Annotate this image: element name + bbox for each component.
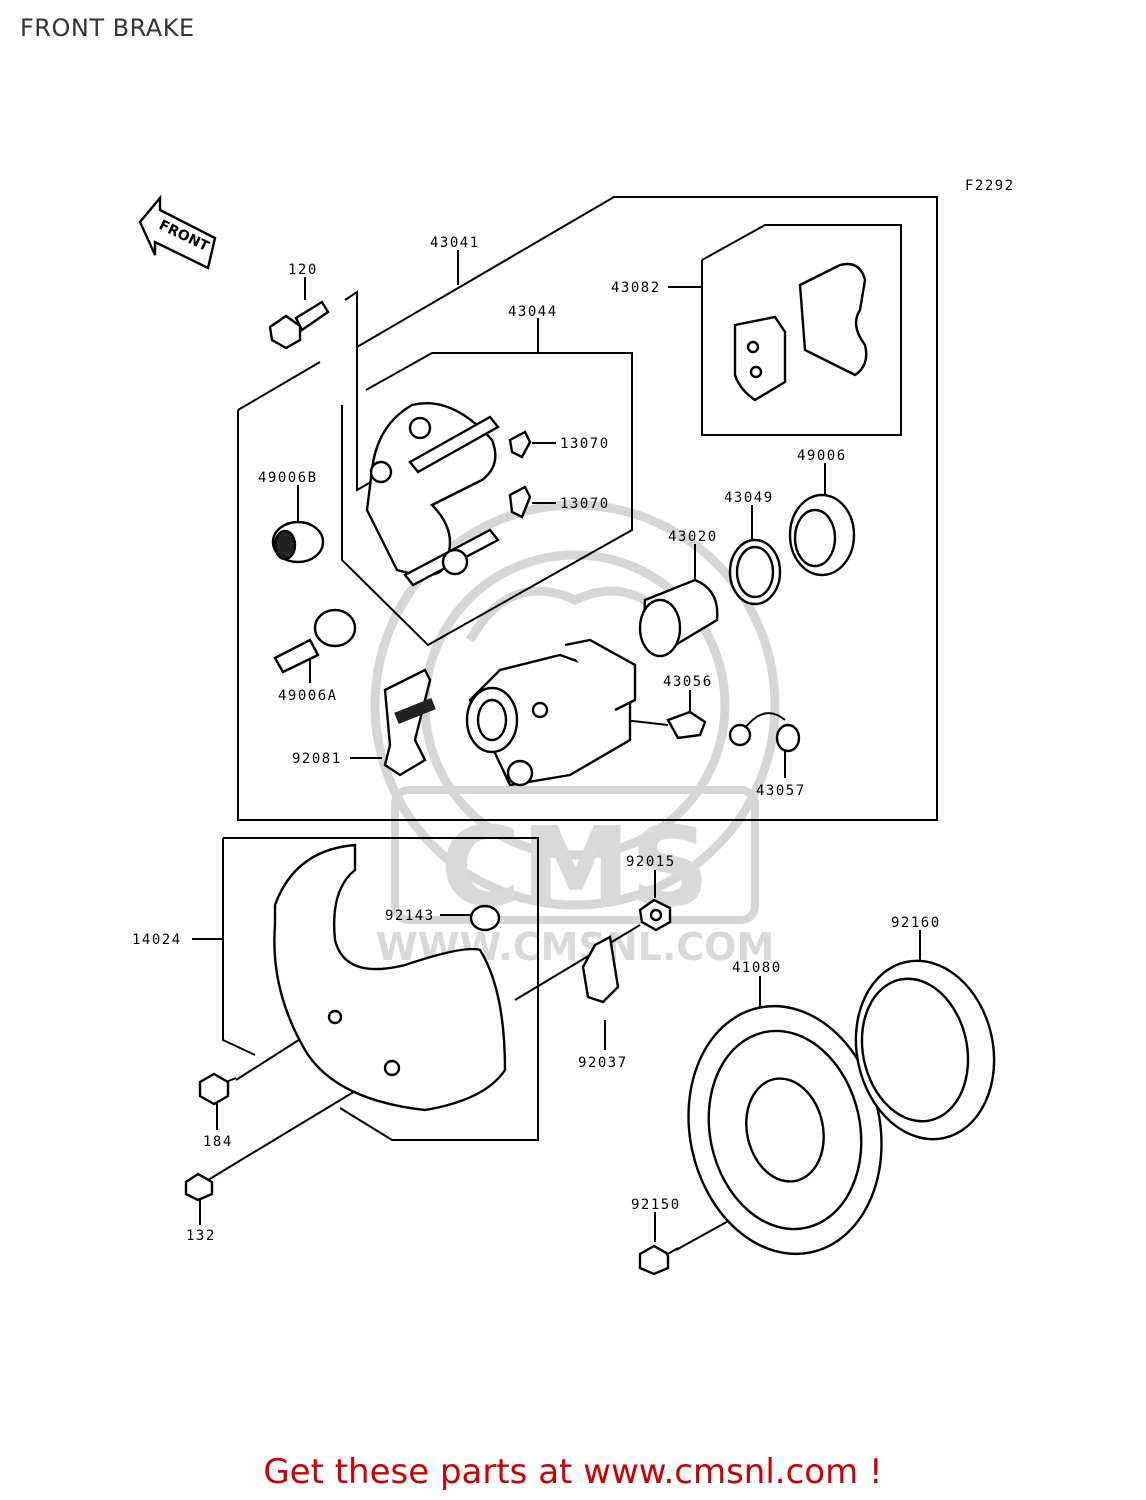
piston-seal-43049-icon xyxy=(728,538,782,606)
parts-diagram: CMS WWW.CMSNL.COM F2292 FRONT xyxy=(132,178,1015,1276)
label-92143: 92143 xyxy=(385,908,435,924)
front-arrow-icon: FRONT xyxy=(138,194,217,270)
page-title: FRONT BRAKE xyxy=(20,14,195,42)
pad-spring-92081-icon xyxy=(383,668,436,777)
part-labels: 43041 120 43044 43082 13070 13070 49006B… xyxy=(132,235,941,1244)
collar-92143-icon xyxy=(469,904,501,932)
bolt-120-icon xyxy=(268,300,330,350)
brake-disc-41080-icon xyxy=(687,1004,883,1256)
label-92081: 92081 xyxy=(292,751,342,767)
label-13070-b: 13070 xyxy=(560,496,610,512)
label-43082: 43082 xyxy=(611,280,661,296)
diagram-code: F2292 xyxy=(965,178,1015,194)
label-92160: 92160 xyxy=(891,915,941,931)
watermark-logo: CMS WWW.CMSNL.COM xyxy=(370,500,780,969)
bolt-132-icon xyxy=(184,1172,214,1202)
bolt-92150-icon xyxy=(638,1244,679,1276)
label-92015: 92015 xyxy=(626,854,676,870)
label-14024: 14024 xyxy=(132,932,182,948)
disc-cover-14024-icon xyxy=(273,843,507,1112)
pad-spring-clip-icon xyxy=(508,430,532,519)
label-92037: 92037 xyxy=(578,1055,628,1071)
pin-boot-49006b-icon xyxy=(271,520,325,564)
bolt-184-icon xyxy=(198,1072,237,1106)
label-132: 132 xyxy=(186,1228,216,1244)
nut-92015-icon xyxy=(638,898,672,932)
label-49006a: 49006A xyxy=(278,688,338,704)
label-41080: 41080 xyxy=(732,960,782,976)
label-184: 184 xyxy=(203,1134,233,1150)
brake-pads-icon xyxy=(733,262,868,402)
bleeder-valve-icon xyxy=(666,710,707,740)
label-49006b: 49006B xyxy=(258,470,318,486)
footer-link[interactable]: Get these parts at www.cmsnl.com ! xyxy=(263,1452,883,1492)
label-43020: 43020 xyxy=(668,529,718,545)
piston-43020-icon xyxy=(638,578,719,658)
label-13070-a: 13070 xyxy=(560,436,610,452)
clamp-92037-icon xyxy=(581,935,620,1004)
label-43057: 43057 xyxy=(756,783,806,799)
label-43041: 43041 xyxy=(430,235,480,251)
disc-guard-92160-icon xyxy=(854,959,996,1141)
label-120: 120 xyxy=(288,262,318,278)
caliper-bracket-icon xyxy=(365,402,500,587)
caliper-body-icon xyxy=(465,638,637,787)
label-43056: 43056 xyxy=(663,674,713,690)
dust-seal-49006-icon xyxy=(788,493,856,577)
label-43044: 43044 xyxy=(508,304,558,320)
label-43049: 43049 xyxy=(724,490,774,506)
bleeder-cap-icon xyxy=(728,712,801,753)
slide-pin-49006a-icon xyxy=(273,608,357,674)
label-49006: 49006 xyxy=(797,448,847,464)
label-92150: 92150 xyxy=(631,1197,681,1213)
